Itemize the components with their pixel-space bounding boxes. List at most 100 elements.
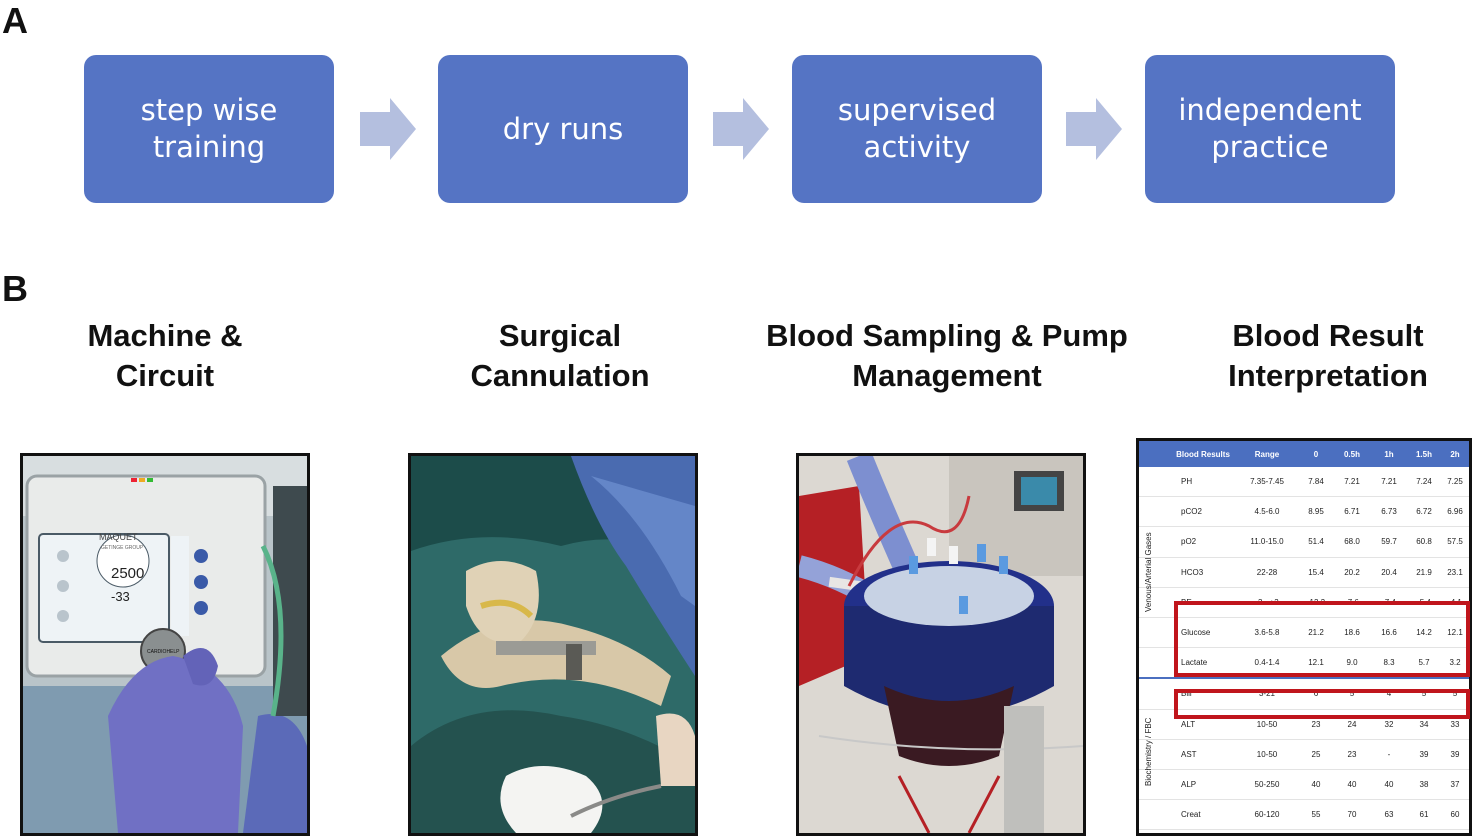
cell-value: 32 xyxy=(1371,709,1407,740)
cell-value: 40 xyxy=(1333,769,1371,801)
cell-value: 23 xyxy=(1333,739,1371,770)
column-title-cannulation: Surgical Cannulation xyxy=(470,318,650,393)
cell-value: 18.6 xyxy=(1333,617,1371,649)
row-group-spacer xyxy=(1139,829,1171,833)
cell-value: 24 xyxy=(1333,709,1371,740)
arrow-right-icon xyxy=(713,98,769,160)
cell-value: 6.72 xyxy=(1407,496,1441,528)
cell-range: 22-28 xyxy=(1235,557,1299,588)
cell-value: 20.4 xyxy=(1371,557,1407,588)
cell-range: 115-180 xyxy=(1235,829,1299,833)
cell-test: pCO2 xyxy=(1171,496,1235,528)
cell-value: 25 xyxy=(1299,739,1333,770)
step-label: supervised activity xyxy=(837,93,997,164)
cell-value: 23.1 xyxy=(1441,557,1469,588)
cell-value: 5 xyxy=(1407,678,1441,710)
row-group-spacer xyxy=(1139,647,1171,679)
step-box-supervised: supervised activity xyxy=(792,55,1042,203)
cell-value: - xyxy=(1371,739,1407,770)
step-label: dry runs xyxy=(502,111,624,146)
cell-value: 23 xyxy=(1299,709,1333,740)
highlight-alt xyxy=(1174,689,1470,719)
cell-value: 66 xyxy=(1407,829,1441,833)
cell-value: 21.9 xyxy=(1407,557,1441,588)
cell-range: 3-21 xyxy=(1235,678,1299,710)
row-group-spacer xyxy=(1139,587,1171,618)
cell-value: 40 xyxy=(1299,769,1333,801)
cell-value: 7.21 xyxy=(1371,467,1407,498)
step-label: independent practice xyxy=(1178,93,1362,164)
console-subbrand-text: GETINGE GROUP xyxy=(101,545,144,551)
cell-range: 11.0-15.0 xyxy=(1235,526,1299,558)
cell-value: 34 xyxy=(1407,709,1441,740)
cell-value: 40 xyxy=(1371,769,1407,801)
group-label-biochemistry: Biochemistry / FBC xyxy=(1144,717,1153,786)
surgical-cannulation-photo xyxy=(408,453,698,836)
cell-value: 5 xyxy=(1333,678,1371,710)
cell-value: 70 xyxy=(1333,799,1371,831)
cell-range: 60-120 xyxy=(1235,799,1299,831)
cell-test: pO2 xyxy=(1171,526,1235,558)
cell-value: 12.1 xyxy=(1441,617,1469,649)
cell-value: 6 xyxy=(1299,678,1333,710)
console-brand-text: MAQUET xyxy=(99,532,138,542)
cell-value: 7.84 xyxy=(1299,467,1333,498)
cell-value: 68.0 xyxy=(1333,526,1371,558)
cell-test: AST xyxy=(1171,739,1235,770)
cell-test: ALT xyxy=(1171,709,1235,740)
cell-range: 10-50 xyxy=(1235,709,1299,740)
cell-value: 61 xyxy=(1407,799,1441,831)
row-group-spacer xyxy=(1139,769,1171,801)
cell-value: 39 xyxy=(1441,739,1469,770)
cell-value: 62 xyxy=(1371,829,1407,833)
cell-value: 57 xyxy=(1299,829,1333,833)
results-header-range: Range xyxy=(1235,441,1299,467)
blood-sampling-pump-photo xyxy=(796,453,1086,836)
cell-value: 6.96 xyxy=(1441,496,1469,528)
cell-value: 20.2 xyxy=(1333,557,1371,588)
column-title-machine: Machine & Circuit xyxy=(87,318,243,393)
step-box-training: step wise training xyxy=(84,55,334,203)
row-group-spacer xyxy=(1139,557,1171,588)
cell-range: 50-250 xyxy=(1235,769,1299,801)
results-header-t1: 1h xyxy=(1371,441,1407,467)
step-label: step wise training xyxy=(140,93,278,164)
cell-value: 8.95 xyxy=(1299,496,1333,528)
ecmo-console-photo: MAQUET GETINGE GROUP 2500 -33 CARDIOHELP xyxy=(20,453,310,836)
cell-test: Glucose xyxy=(1171,617,1235,649)
row-group-spacer xyxy=(1139,467,1171,498)
results-header-t15: 1.5h xyxy=(1407,441,1441,467)
cell-test: Creat xyxy=(1171,799,1235,831)
row-group-spacer xyxy=(1139,617,1171,649)
cell-value: 6.73 xyxy=(1371,496,1407,528)
row-group-spacer xyxy=(1139,678,1171,710)
step-box-dry-runs: dry runs xyxy=(438,55,688,203)
highlight-glucose-lactate xyxy=(1174,601,1470,677)
cell-value: 7.25 xyxy=(1441,467,1469,498)
results-header-t2: 2h xyxy=(1441,441,1469,467)
cell-test: PH xyxy=(1171,467,1235,498)
panel-a-letter: A xyxy=(2,0,28,41)
group-label-gases: Venous/Arterial Gases xyxy=(1144,532,1153,612)
cell-value: 21.2 xyxy=(1299,617,1333,649)
cell-value: 4 xyxy=(1371,678,1407,710)
cell-value: 60.8 xyxy=(1407,526,1441,558)
column-title-sampling: Blood Sampling & Pump Management xyxy=(766,318,1128,393)
cell-value: 7.21 xyxy=(1333,467,1371,498)
cell-value: 55 xyxy=(1299,799,1333,831)
step-box-independent: independent practice xyxy=(1145,55,1395,203)
cell-value: 15.4 xyxy=(1299,557,1333,588)
cell-range: 7.35-7.45 xyxy=(1235,467,1299,498)
cell-value: 57.5 xyxy=(1441,526,1469,558)
row-group-spacer xyxy=(1139,799,1171,831)
console-knob-label: CARDIOHELP xyxy=(147,649,180,655)
cell-value: 14.2 xyxy=(1407,617,1441,649)
cell-range: 3.6-5.8 xyxy=(1235,617,1299,649)
